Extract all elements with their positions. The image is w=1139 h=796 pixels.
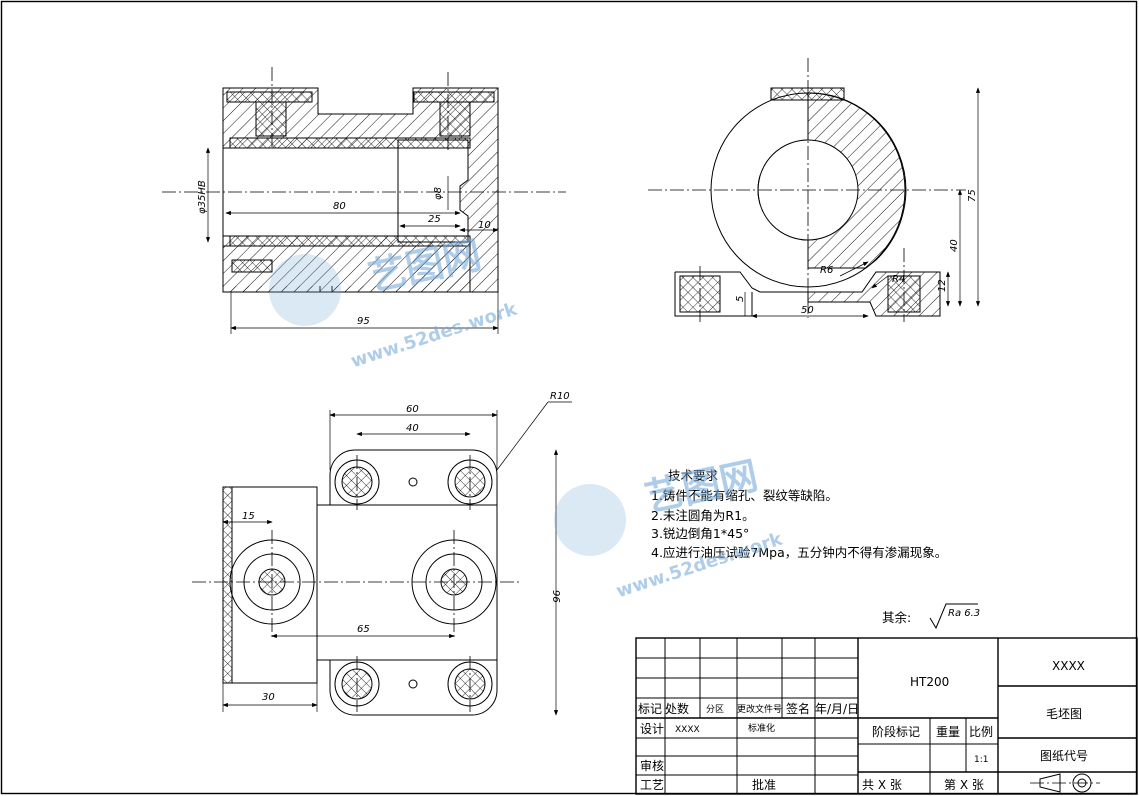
notes-item-4: 4.应进行油压试验7Mpa，五分钟内不得有渗漏现象。 <box>651 545 947 560</box>
dim-r6: R6 <box>820 265 833 276</box>
dim-40b: 40 <box>406 423 419 434</box>
tb-row-change: 更改文件号 <box>737 703 782 715</box>
tb-approve-label: 批准 <box>752 777 776 792</box>
projection-symbol-icon <box>1030 773 1100 793</box>
tb-row-date: 年/月/日 <box>815 702 859 716</box>
technical-notes: 技术要求 1.铸件不能有缩孔、裂纹等缺陷。 2.未注圆角为R1。 3.锐边倒角1… <box>651 468 947 560</box>
front-section-view: φ35HB 80 φ8 25 10 95 <box>162 67 566 334</box>
tb-drawing-name: 毛坯图 <box>1046 707 1082 721</box>
tb-design-label: 设计 <box>640 722 664 736</box>
dim-10: 10 <box>478 220 491 231</box>
tb-drawing-code-label: 图纸代号 <box>1040 749 1088 763</box>
dim-phi8: φ8 <box>433 187 444 200</box>
tb-scale-value: 1:1 <box>974 755 988 765</box>
dim-15: 15 <box>242 511 255 522</box>
tb-row-sign: 签名 <box>786 701 810 716</box>
tb-process-label: 工艺 <box>640 778 664 792</box>
surface-roughness: 其余: Ra 6.3 <box>882 603 980 630</box>
tb-standard-label: 标准化 <box>748 722 775 734</box>
dim-95: 95 <box>357 316 370 327</box>
dim-12: 12 <box>937 279 948 292</box>
notes-item-3: 3.锐边倒角1*45° <box>651 526 749 541</box>
dim-r10: R10 <box>550 391 570 402</box>
dim-65: 65 <box>357 624 370 635</box>
dim-50: 50 <box>801 305 814 316</box>
tb-row-count: 处数 <box>665 701 689 716</box>
tb-row-mark: 标记 <box>638 702 662 716</box>
notes-item-2: 2.未注圆角为R1。 <box>651 508 755 523</box>
dim-bore-hardness: φ35HB <box>197 180 208 214</box>
tb-sheets-total: 共 X 张 <box>862 778 902 792</box>
notes-item-1: 1.铸件不能有缩孔、裂纹等缺陷。 <box>651 488 838 503</box>
watermark-url-1: www.52des.work <box>348 298 520 372</box>
dim-80: 80 <box>333 201 346 212</box>
tb-stage-label: 阶段标记 <box>872 724 920 739</box>
tb-material: HT200 <box>910 675 949 689</box>
dim-25: 25 <box>428 214 441 225</box>
dim-5: 5 <box>735 296 746 302</box>
watermark-globe-icon <box>269 254 341 326</box>
watermark-globe-icon-2 <box>554 484 626 556</box>
tb-company: XXXX <box>1052 659 1085 673</box>
dim-60: 60 <box>406 404 419 415</box>
dim-75: 75 <box>967 189 978 202</box>
roughness-label: 其余: <box>882 610 911 625</box>
tb-scale-label: 比例 <box>969 725 993 739</box>
side-section-view: 75 40 12 R6 R4 5 50 <box>648 58 981 322</box>
tb-row-zone: 分区 <box>706 704 724 715</box>
dim-30: 30 <box>262 692 275 703</box>
title-block: HT200 XXXX 毛坯图 图纸代号 标记 处数 分区 更改文件号 签名 年/… <box>635 637 1138 795</box>
plan-view: R10 60 40 15 96 65 30 <box>192 391 572 716</box>
dim-96: 96 <box>550 590 561 603</box>
dim-r4: R4 <box>892 274 905 285</box>
tb-designer: XXXX <box>675 725 700 735</box>
roughness-value: Ra 6.3 <box>948 608 980 619</box>
notes-title: 技术要求 <box>668 468 719 483</box>
tb-sheet-number: 第 X 张 <box>944 778 984 792</box>
tb-review-label: 审核 <box>640 758 664 773</box>
tb-weight-label: 重量 <box>936 725 960 739</box>
dim-40: 40 <box>949 239 960 252</box>
